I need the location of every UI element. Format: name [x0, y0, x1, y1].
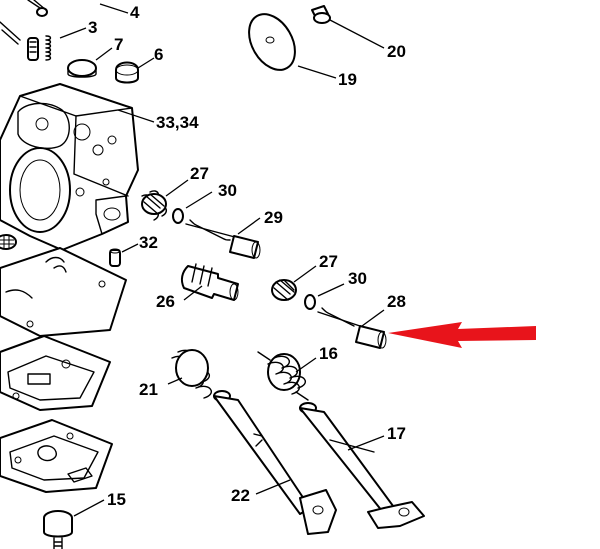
- label-part-28: 28: [387, 292, 406, 311]
- gasket-stack: [0, 247, 127, 493]
- carburetor-body: [0, 83, 155, 251]
- label-part-30-upper: 30: [218, 181, 237, 200]
- label-part-6: 6: [154, 45, 163, 64]
- needle-assembly-lower: [271, 265, 387, 349]
- part-26-fitting: [180, 263, 239, 301]
- label-part-20: 20: [387, 42, 406, 61]
- label-part-32: 32: [139, 233, 158, 252]
- label-part-27-upper: 27: [190, 164, 209, 183]
- label-part-21: 21: [139, 380, 158, 399]
- shaft-22-assembly: [167, 349, 337, 535]
- label-part-19: 19: [338, 70, 357, 89]
- part-group-top-left: [0, 0, 155, 84]
- shaft-17-assembly: [257, 351, 425, 529]
- part-32-pin: [109, 243, 139, 267]
- label-part-15: 15: [107, 490, 126, 509]
- red-arrow-icon: [388, 322, 536, 348]
- label-part-16: 16: [319, 344, 338, 363]
- part-group-top-right: [248, 5, 385, 79]
- label-part-33-34: 33,34: [156, 113, 199, 132]
- label-part-26: 26: [156, 292, 175, 311]
- needle-assembly-upper: [141, 179, 261, 259]
- part-15-screw: [43, 499, 105, 549]
- label-part-17: 17: [387, 424, 406, 443]
- label-part-27-lower: 27: [319, 252, 338, 271]
- label-part-22: 22: [231, 486, 250, 505]
- highlight-arrow: [388, 322, 536, 348]
- label-part-7: 7: [114, 35, 123, 54]
- part-number-labels: 4 3 7 6 20 19 33,34 27 30 29 32 27 30 28…: [88, 3, 406, 509]
- label-part-30-lower: 30: [348, 269, 367, 288]
- label-part-3: 3: [88, 18, 97, 37]
- label-part-29: 29: [264, 208, 283, 227]
- label-part-4: 4: [130, 3, 140, 22]
